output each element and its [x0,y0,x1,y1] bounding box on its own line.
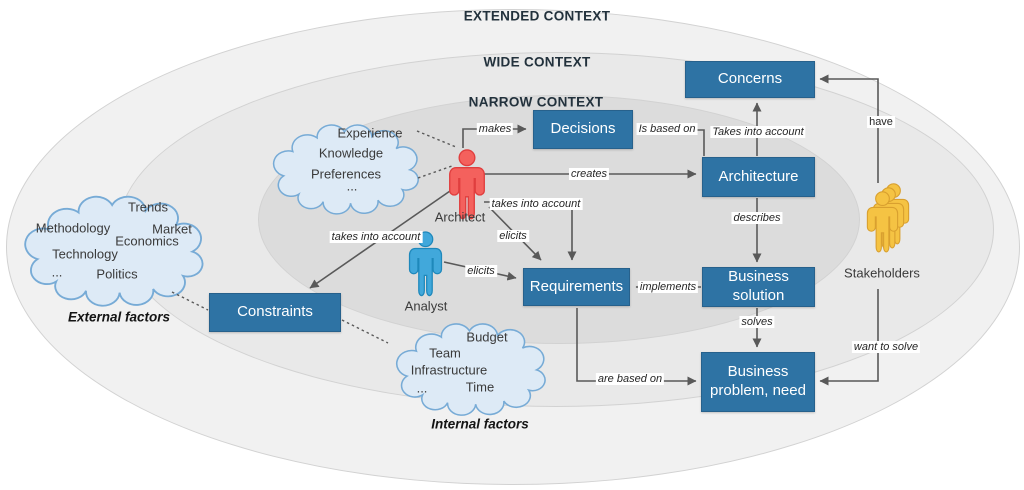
architect-label: Architect [434,209,486,225]
stakeholders-icon [866,183,910,253]
stakeholders-label: Stakeholders [844,265,920,281]
edge-label-elicits-analyst: elicits [465,265,497,277]
cloud-line-experience: Experience [337,125,403,141]
wide-context-label: WIDE CONTEXT [483,54,591,70]
cloud-line-personal-ellipsis: ... [346,178,358,194]
cloud-line-knowledge: Knowledge [318,145,384,161]
analyst-label: Analyst [404,298,448,314]
edge-label-elicits-architect: elicits [497,230,529,242]
node-constraints: Constraints [209,293,341,332]
edge-label-describes: describes [731,212,783,224]
node-decisions: Decisions [533,110,633,149]
cloud-line-team: Team [429,345,461,361]
architect-icon [448,149,486,220]
dotted-personal-cloud-to-architect-lower [417,165,453,179]
cloud-line-trends: Trends [128,199,168,215]
cloud-line-infrastructure: Infrastructure [410,362,488,378]
edge-label-creates: creates [568,168,610,180]
edge-label-implements: implements [637,281,699,293]
edge-label-want-to-solve: want to solve [851,341,921,353]
edge-label-makes: makes [476,123,514,135]
cloud-line-external-ellipsis: ... [51,264,63,280]
dotted-constraints-to-internal-cloud [341,319,389,344]
narrow-context-label: NARROW CONTEXT [468,94,604,110]
cloud-line-politics: Politics [96,266,138,282]
cloud-line-budget: Budget [466,329,508,345]
node-requirements: Requirements [523,268,630,306]
node-concerns: Concerns [685,61,815,98]
external-factors-caption: External factors [67,309,171,325]
edge-want-to-solve [819,289,879,386]
internal-factors-caption: Internal factors [431,416,529,432]
cloud-line-market: Market [152,221,192,237]
node-business-problem: Business problem, need [701,352,815,412]
cloud-line-internal-ellipsis: ... [416,380,428,396]
edge-are-based-on [576,308,697,386]
edge-label-is-based-on: Is based on [636,123,698,135]
edge-label-takes-into-account-requirements: takes into account [489,198,583,210]
cloud-line-preferences: Preferences [310,166,382,182]
node-architecture: Architecture [702,157,815,197]
dotted-personal-cloud-to-architect-upper [416,130,457,148]
edge-label-solves: solves [739,316,775,328]
edge-label-takes-into-account-constraints: takes into account [329,231,423,243]
node-business-solution: Business solution [702,267,815,307]
edge-label-have: have [867,116,895,128]
extended-context-label: EXTENDED CONTEXT [463,8,611,24]
cloud-line-methodology: Methodology [35,220,111,236]
dotted-external-cloud-to-constraints [171,291,209,311]
cloud-line-economics: Economics [115,233,179,249]
edge-have [819,74,879,183]
cloud-line-time: Time [465,379,495,395]
edge-label-are-based-on: are based on [595,373,665,385]
edge-label-takes-into-account-concerns: Takes into account [710,126,806,138]
cloud-line-technology: Technology [52,246,118,262]
